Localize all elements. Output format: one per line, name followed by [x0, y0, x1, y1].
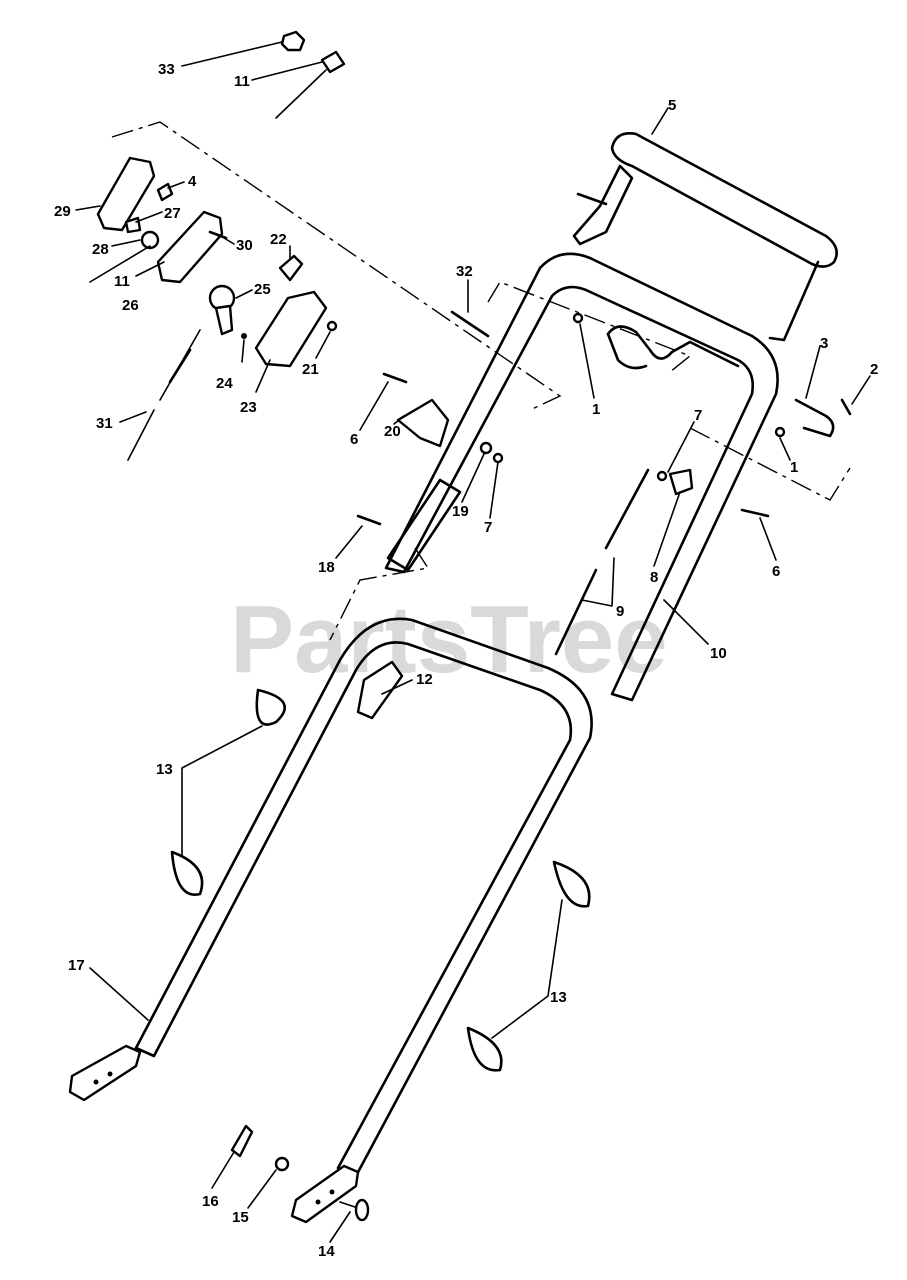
part-1a-nut	[572, 312, 584, 324]
callout-30: 30	[236, 237, 253, 254]
part-15-washer	[274, 1156, 290, 1172]
part-7b-nut	[492, 452, 504, 464]
part-24-pin	[241, 333, 247, 339]
callout-17: 17	[68, 957, 85, 974]
callout-10: 10	[710, 645, 727, 662]
callout-21: 21	[302, 361, 319, 378]
callout-18: 18	[318, 559, 335, 576]
part-13-cable-ties	[170, 688, 591, 1072]
part-19-washer	[479, 441, 493, 455]
callout-6-left: 6	[350, 431, 358, 448]
callout-5: 5	[668, 97, 676, 114]
callout-22: 22	[270, 231, 287, 248]
dashed-leader-lines	[111, 121, 851, 641]
part-1b-nut	[774, 426, 786, 438]
part-28-washer	[140, 230, 160, 250]
part-23-cover	[254, 290, 328, 368]
part-8-bracket	[668, 468, 694, 496]
callout-13-right: 13	[550, 989, 567, 1006]
part-3-lever	[794, 398, 835, 438]
part-18-bolt	[356, 514, 382, 526]
part-9a-cable	[604, 468, 650, 550]
part-29-cover	[96, 156, 156, 232]
part-17-lower-handle	[68, 617, 593, 1224]
part-33-nut	[280, 30, 306, 52]
part-9b-cable	[554, 568, 598, 656]
callout-27: 27	[164, 205, 181, 222]
callout-33: 33	[158, 61, 175, 78]
part-7a-nut	[656, 470, 668, 482]
part-22-block	[278, 254, 304, 282]
callout-4: 4	[188, 173, 197, 190]
callout-7-right: 7	[694, 407, 702, 424]
callout-7-left: 7	[484, 519, 492, 536]
callout-15: 15	[232, 1209, 249, 1226]
part-32-pin	[450, 310, 490, 338]
callout-24: 24	[216, 375, 233, 392]
part-27-spring	[124, 216, 142, 234]
part-31-cable	[127, 329, 201, 461]
callout-2: 2	[870, 361, 878, 378]
callout-26: 26	[122, 297, 139, 314]
callout-1-left: 1	[592, 401, 600, 418]
part-4-screw	[156, 182, 174, 202]
part-10-upper-handle	[384, 252, 779, 702]
part-30-screw	[208, 230, 228, 240]
part-11a-cable	[275, 50, 346, 119]
part-12-clip	[356, 660, 404, 720]
callout-3: 3	[820, 335, 828, 352]
part-5-bail-handle	[572, 132, 838, 342]
callout-12: 12	[416, 671, 433, 688]
callout-20: 20	[384, 423, 401, 440]
callout-31: 31	[96, 415, 113, 432]
callout-11-top: 11	[234, 73, 250, 90]
part-26-housing	[156, 210, 224, 284]
part-6b-bolt	[740, 508, 770, 518]
callout-labels: 33 11 4 29 27 28 11 26 30 22 25 24 23 21…	[54, 61, 878, 1260]
part-21-nut	[326, 320, 338, 332]
watermark: PartsTree	[230, 586, 668, 693]
part-6a-bolt	[382, 372, 408, 384]
callout-13-left: 13	[156, 761, 173, 778]
callout-6-right: 6	[772, 563, 780, 580]
callout-25: 25	[254, 281, 271, 298]
callout-29: 29	[54, 203, 71, 220]
callout-32: 32	[456, 263, 473, 280]
callout-23: 23	[240, 399, 257, 416]
part-2-screw	[840, 398, 852, 416]
callout-8: 8	[650, 569, 658, 586]
callout-16: 16	[202, 1193, 219, 1210]
callout-leaders	[75, 41, 871, 1243]
callout-28: 28	[92, 241, 109, 258]
part-14-knob-bolt	[339, 1198, 370, 1222]
part-20-bracket	[396, 398, 450, 448]
callout-14: 14	[318, 1243, 335, 1260]
callout-1-right: 1	[790, 459, 798, 476]
part-25-knob	[208, 284, 236, 336]
callout-9: 9	[616, 603, 624, 620]
callout-19: 19	[452, 503, 469, 520]
callout-11-cluster: 11	[114, 273, 130, 290]
part-16-clip	[230, 1124, 254, 1158]
